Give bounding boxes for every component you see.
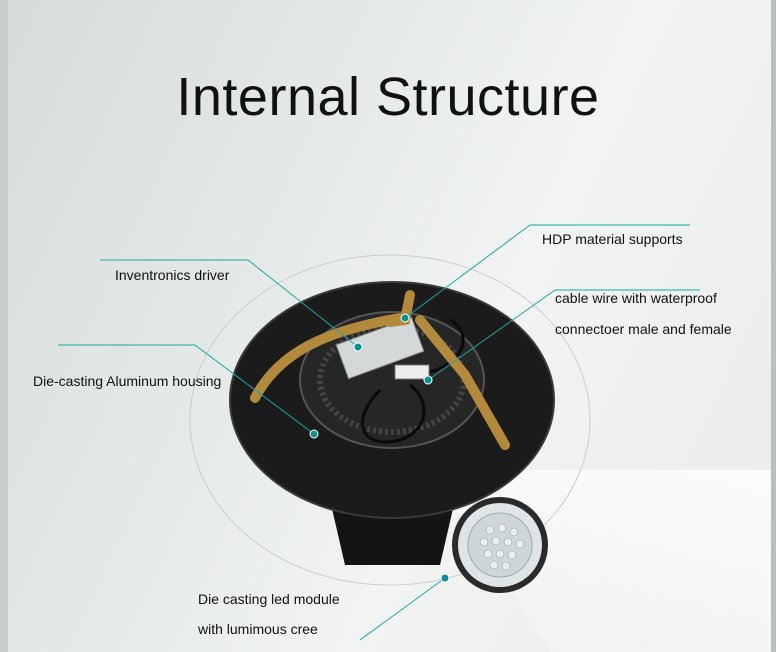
leader-lines <box>58 224 700 641</box>
halo-ring <box>189 254 591 586</box>
label-driver: Inventronics driver <box>115 267 230 283</box>
led-module <box>452 497 548 593</box>
label-hdp-supports: HDP material supports <box>542 231 683 247</box>
left-frame <box>0 0 8 652</box>
label-cable-line1: cable wire with waterproof <box>555 290 717 306</box>
connector <box>394 364 430 380</box>
page-title: Internal Structure <box>176 67 600 127</box>
label-housing: Die-casting Aluminum housing <box>33 373 222 389</box>
label-led-line2: with lumimous cree <box>198 621 318 637</box>
driver-box <box>335 316 425 380</box>
right-frame <box>771 0 776 652</box>
label-cable-line2: connectoer male and female <box>555 321 732 337</box>
marker-dots <box>309 313 450 583</box>
label-led-line1: Die casting led module <box>198 591 340 607</box>
